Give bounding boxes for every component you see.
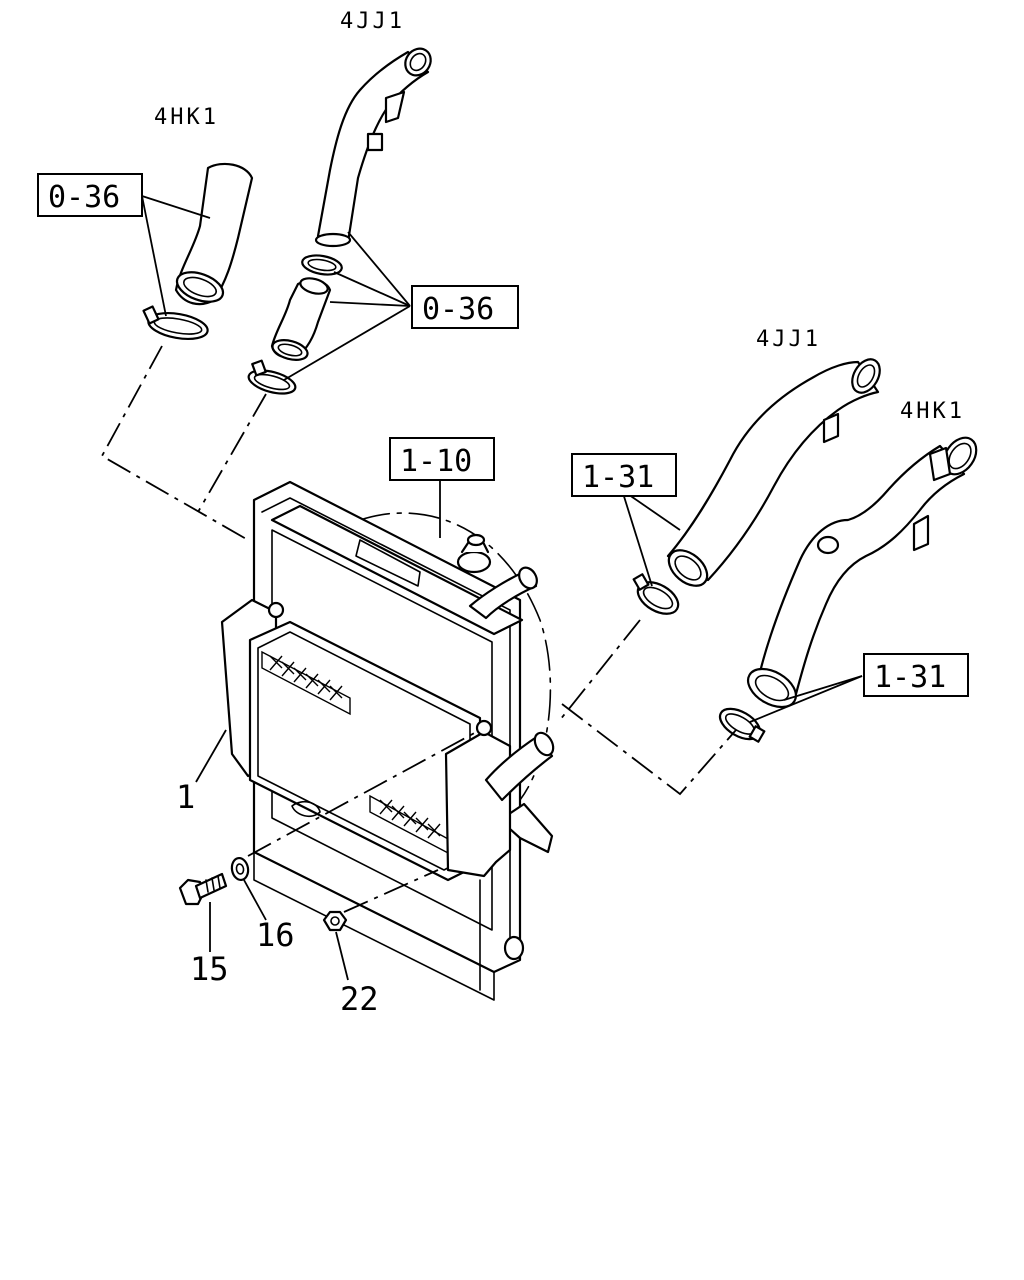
hose-clamp-4hk1-top[interactable] <box>142 305 210 343</box>
ref-box-131-upper[interactable]: 1-31 <box>571 453 677 497</box>
hose-4hk1-top[interactable] <box>173 162 254 308</box>
engine-label-4hk1-top: 4HK1 <box>154 105 219 130</box>
radiator-filler-cap[interactable] <box>456 533 492 574</box>
ref-box-110-label: 1-10 <box>400 444 472 479</box>
engine-label-4jj1-top: 4JJ1 <box>340 9 405 34</box>
leader-lines <box>141 195 863 981</box>
nut-22[interactable] <box>322 910 348 932</box>
hose-clamp-4jj1-right[interactable] <box>632 573 683 620</box>
hose-clamp-4jj1-lower[interactable] <box>246 359 298 398</box>
pipe-4jj1-top[interactable] <box>314 44 436 248</box>
hose-4jj1-top[interactable] <box>270 276 332 364</box>
ref-box-036-center-label: 0-36 <box>422 292 494 327</box>
part-number-15: 15 <box>190 950 229 988</box>
ref-box-131-lower-label: 1-31 <box>874 660 946 695</box>
bolt-15[interactable] <box>178 872 228 906</box>
hose-clamp-4hk1-right[interactable] <box>715 703 766 746</box>
intercooler-core[interactable] <box>220 598 557 882</box>
engine-label-4hk1-right: 4HK1 <box>900 399 965 424</box>
ref-box-036-center[interactable]: 0-36 <box>411 285 519 329</box>
engine-label-4jj1-right: 4JJ1 <box>756 327 821 352</box>
part-number-16: 16 <box>256 916 295 954</box>
assembly-dash-lines <box>100 345 737 913</box>
ref-box-131-upper-label: 1-31 <box>582 460 654 495</box>
hose-clamp-4jj1-top[interactable] <box>301 253 344 278</box>
part-number-22: 22 <box>340 980 379 1018</box>
ref-box-036-left-label: 0-36 <box>48 180 120 215</box>
pipe-4hk1-right[interactable] <box>741 432 982 715</box>
ref-box-110[interactable]: 1-10 <box>389 437 495 481</box>
pipe-4jj1-right[interactable] <box>662 354 885 592</box>
washer-16[interactable] <box>230 856 250 882</box>
part-number-1: 1 <box>176 778 195 816</box>
ref-box-036-left[interactable]: 0-36 <box>37 173 143 217</box>
ref-box-131-lower[interactable]: 1-31 <box>863 653 969 697</box>
